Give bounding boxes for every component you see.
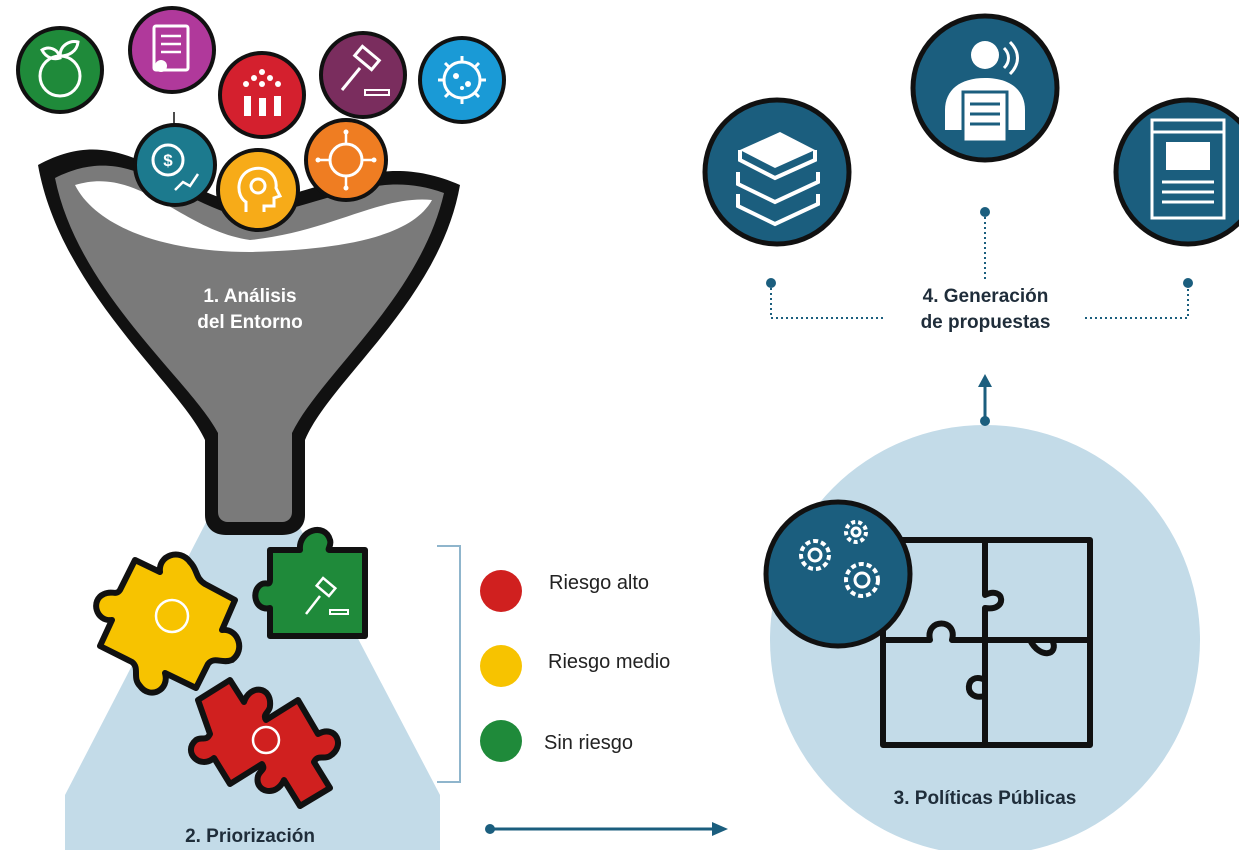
- globe-circuit-icon: [304, 118, 388, 202]
- legend-label-high: Riesgo alto: [549, 572, 650, 594]
- money-growth-icon: $: [133, 123, 217, 207]
- step4-line1: 4. Generación: [922, 286, 1049, 307]
- legend-label-medium: Riesgo medio: [548, 651, 671, 673]
- puzzle-grid: [880, 537, 1093, 748]
- population-icon: [218, 51, 306, 139]
- puzzle-globe-icon: [93, 551, 243, 696]
- step1-label: 1. Análisis del Entorno: [160, 284, 340, 335]
- gears-icon: [763, 499, 913, 649]
- step2-label: 2. Priorización: [185, 826, 315, 847]
- vertical-arrow: [978, 374, 992, 426]
- proposals-connectors: [770, 212, 1189, 319]
- legend-label-none: Sin riesgo: [544, 732, 633, 754]
- gavel-icon: [319, 31, 407, 119]
- step4-line2: de propuestas: [920, 311, 1051, 333]
- certificate-icon: [128, 6, 216, 94]
- step3-label: 3. Políticas Públicas: [893, 788, 1077, 809]
- legend-dot-none: [480, 720, 522, 762]
- virus-icon: [418, 36, 506, 124]
- step1-line2: del Entorno: [197, 311, 303, 333]
- webpage-icon: [1113, 97, 1239, 247]
- svg-text:$: $: [163, 151, 173, 170]
- priority-cone: [65, 505, 440, 850]
- puzzle-virus-icon: [187, 677, 341, 809]
- legend-bracket: [437, 545, 461, 783]
- step4-label: 4. Generación de propuestas: [886, 284, 1085, 335]
- speaker-document-icon: [910, 13, 1060, 163]
- puzzle-gavel-icon: [252, 527, 368, 639]
- books-icon: [702, 97, 852, 247]
- funnel: [38, 149, 460, 536]
- step1-line1: 1. Análisis: [203, 286, 297, 307]
- legend-dot-medium: [480, 645, 522, 687]
- earth-plant-icon: [16, 26, 104, 114]
- bottom-arrow: [485, 822, 728, 836]
- head-gear-icon: [216, 148, 300, 232]
- legend-dot-high: [480, 570, 522, 612]
